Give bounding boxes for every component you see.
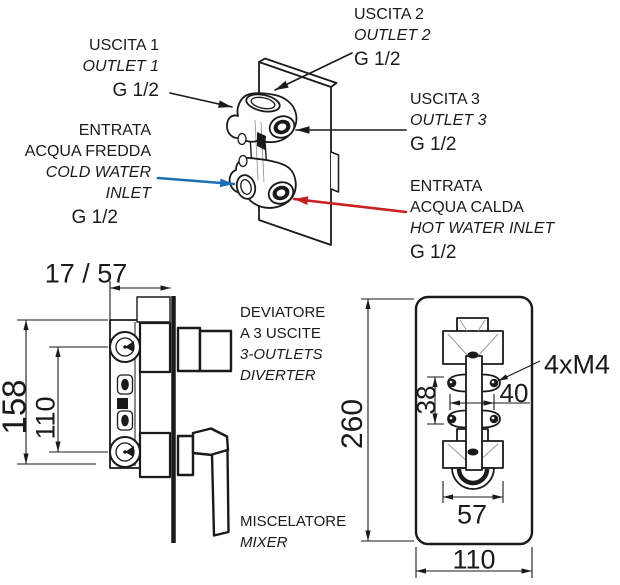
lower-right-port <box>267 181 295 205</box>
outlet3-name: USCITA 3 <box>410 91 480 108</box>
diverter-cartridge <box>109 331 141 363</box>
mixer-line1: MISCELATORE <box>240 513 347 530</box>
cold-inlet-line1: ENTRATA <box>78 122 151 139</box>
outlet2-thread: G 1/2 <box>354 49 401 70</box>
hot-inlet-line2: ACQUA CALDA <box>410 199 524 216</box>
back-plate <box>258 61 332 246</box>
diverter-line3: 3-OUTLETS <box>240 346 323 363</box>
cold-inlet-line2: ACQUA FREDDA <box>24 143 151 160</box>
label-diverter: DEVIATORE A 3 USCITE 3-OUTLETS DIVERTER <box>240 302 325 386</box>
screw-boss <box>238 154 248 168</box>
dim-wall-depth: 17 / 57 <box>44 258 128 289</box>
hot-inlet-line3: HOT WATER INLET <box>410 220 555 237</box>
outlet2-arrow <box>274 52 353 91</box>
mixer-cartridge <box>109 436 141 468</box>
back-plate-bevel <box>258 57 338 88</box>
diverter-line1: DEVIATORE <box>240 304 326 321</box>
diverter-line2: A 3 USCITE <box>240 325 321 342</box>
top-cover <box>136 296 171 323</box>
dim-body-height: 158 <box>0 379 33 435</box>
diverter-body-front <box>442 317 504 365</box>
hot-inlet-line1: ENTRATA <box>410 178 483 195</box>
m4-screws <box>447 378 499 424</box>
leader-screw-spec <box>497 360 541 382</box>
dim-body-width: 57 <box>456 499 488 530</box>
column-detail <box>257 132 266 150</box>
outlet2-name-en: OUTLET 2 <box>354 27 431 44</box>
label-mixer: MISCELATORE MIXER <box>240 511 346 553</box>
mixer-line2: MIXER <box>240 534 288 551</box>
cold-inlet-line3: COLD WATER <box>45 164 151 181</box>
label-cold-water-inlet: ENTRATA ACQUA FREDDA COLD WATER INLET G … <box>25 120 151 229</box>
top-port <box>245 93 281 113</box>
hot-water-arrow <box>292 196 408 214</box>
isometric-view <box>226 57 340 246</box>
outlet1-thread: G 1/2 <box>112 80 159 101</box>
lower-left-port <box>235 174 257 200</box>
dim-screw-spec: 4xM4 <box>543 349 611 380</box>
dim-screw-vertical: 38 <box>411 385 441 415</box>
hot-inlet-thread: G 1/2 <box>410 242 457 263</box>
label-outlet2: USCITA 2 OUTLET 2 G 1/2 <box>354 4 430 71</box>
cold-water-arrow <box>156 176 236 188</box>
outlet1-name: USCITA 1 <box>89 37 159 54</box>
diverter-knob <box>138 321 233 374</box>
side-dimension-lines <box>17 281 171 465</box>
dim-screw-horizontal: 40 <box>499 378 529 408</box>
dim-plate-height: 260 <box>336 398 369 450</box>
diverter-line4: DIVERTER <box>240 367 316 384</box>
outlet2-name: USCITA 2 <box>354 6 424 23</box>
cold-inlet-thread: G 1/2 <box>71 207 118 228</box>
outlet1-name-en: OUTLET 1 <box>82 58 159 75</box>
screw-boss <box>237 132 247 146</box>
side-view <box>109 296 233 543</box>
mixer-handle <box>138 427 230 537</box>
outlet3-name-en: OUTLET 3 <box>410 112 487 129</box>
side-screws <box>116 374 134 431</box>
upper-right-port <box>268 115 296 139</box>
front-dimension-lines <box>361 298 541 578</box>
outlet3-thread: G 1/2 <box>410 134 457 155</box>
dim-cartridge-spacing: 110 <box>30 396 61 440</box>
cold-inlet-line4: INLET <box>105 185 151 202</box>
dim-plate-width: 110 <box>452 544 496 575</box>
annotation-arrows <box>156 52 408 214</box>
label-outlet3: USCITA 3 OUTLET 3 G 1/2 <box>410 89 486 156</box>
plate-side-tab <box>330 151 340 193</box>
outlet1-arrow <box>169 92 233 108</box>
label-hot-water-inlet: ENTRATA ACQUA CALDA HOT WATER INLET G 1/… <box>410 176 554 264</box>
label-outlet1: USCITA 1 OUTLET 1 G 1/2 <box>83 35 159 102</box>
